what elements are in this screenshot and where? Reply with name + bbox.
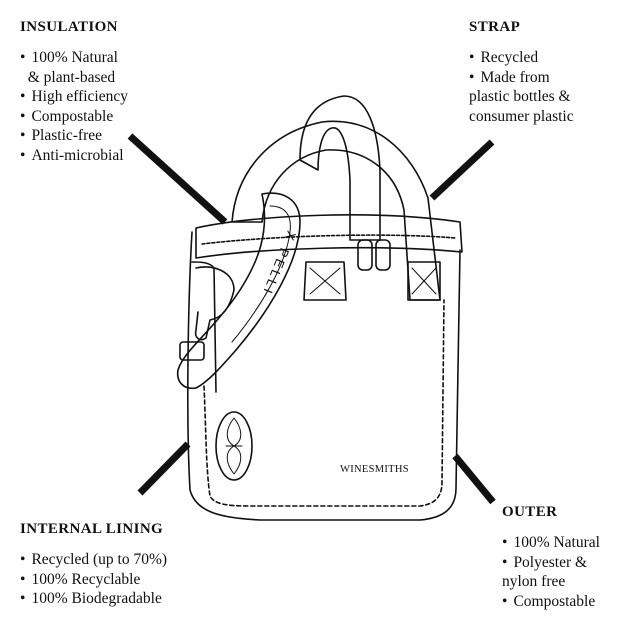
list-item: Compostable xyxy=(20,107,128,127)
shoulder-strap xyxy=(176,192,301,390)
insulation-pointer-line xyxy=(127,133,228,225)
list-item: Plastic-free xyxy=(20,126,128,146)
list-item: Recycled (up to 70%) xyxy=(20,550,167,570)
list-item: Recycled xyxy=(469,48,574,68)
internal-lining-callout: INTERNAL LINING Recycled (up to 70%)100%… xyxy=(20,520,167,609)
insulation-callout: INSULATION 100% Natural & plant-basedHig… xyxy=(20,18,128,165)
insulation-heading: INSULATION xyxy=(20,19,118,35)
outer-list: 100% NaturalPolyester &nylon freeCompost… xyxy=(502,533,600,611)
list-item: High efficiency xyxy=(20,87,128,107)
zipper-pull-left xyxy=(357,239,373,271)
list-item: Compostable xyxy=(502,592,600,612)
list-item: consumer plastic xyxy=(469,107,574,125)
outer-pointer-line xyxy=(452,453,496,505)
list-item: & plant-based xyxy=(20,68,116,86)
list-item: 100% Natural xyxy=(20,48,128,68)
handle-tab-left xyxy=(303,261,347,301)
zipper-pull-right xyxy=(375,239,391,271)
front-panel-seam xyxy=(203,299,445,507)
list-item: nylon free xyxy=(502,573,566,590)
list-item: 100% Biodegradable xyxy=(20,589,167,609)
list-item: Polyester & xyxy=(502,553,600,573)
internal-lining-list: Recycled (up to 70%)100% Recyclable100% … xyxy=(20,550,167,609)
list-item: 100% Recyclable xyxy=(20,570,167,590)
handle-tab-right xyxy=(407,261,441,301)
outer-callout: OUTER 100% NaturalPolyester &nylon freeC… xyxy=(502,503,600,611)
outer-heading: OUTER xyxy=(502,504,558,520)
internal-lining-heading: INTERNAL LINING xyxy=(20,521,164,537)
zipper-track xyxy=(201,234,457,245)
strap-pointer-line xyxy=(429,139,495,201)
front-handle xyxy=(299,95,381,241)
bag-body xyxy=(187,231,461,521)
list-item: Made from xyxy=(469,68,574,88)
strap-buckle xyxy=(179,341,205,361)
insulation-list: 100% Natural & plant-basedHigh efficienc… xyxy=(20,48,128,165)
list-item: Anti-microbial xyxy=(20,146,128,166)
flower-emblem xyxy=(215,411,253,481)
strap-heading: STRAP xyxy=(469,19,521,35)
list-item: 100% Natural xyxy=(502,533,600,553)
list-item: plastic bottles & xyxy=(469,88,571,105)
bag-brand-label: WINESMITHS xyxy=(340,464,409,475)
lining-pointer-line xyxy=(137,441,191,496)
